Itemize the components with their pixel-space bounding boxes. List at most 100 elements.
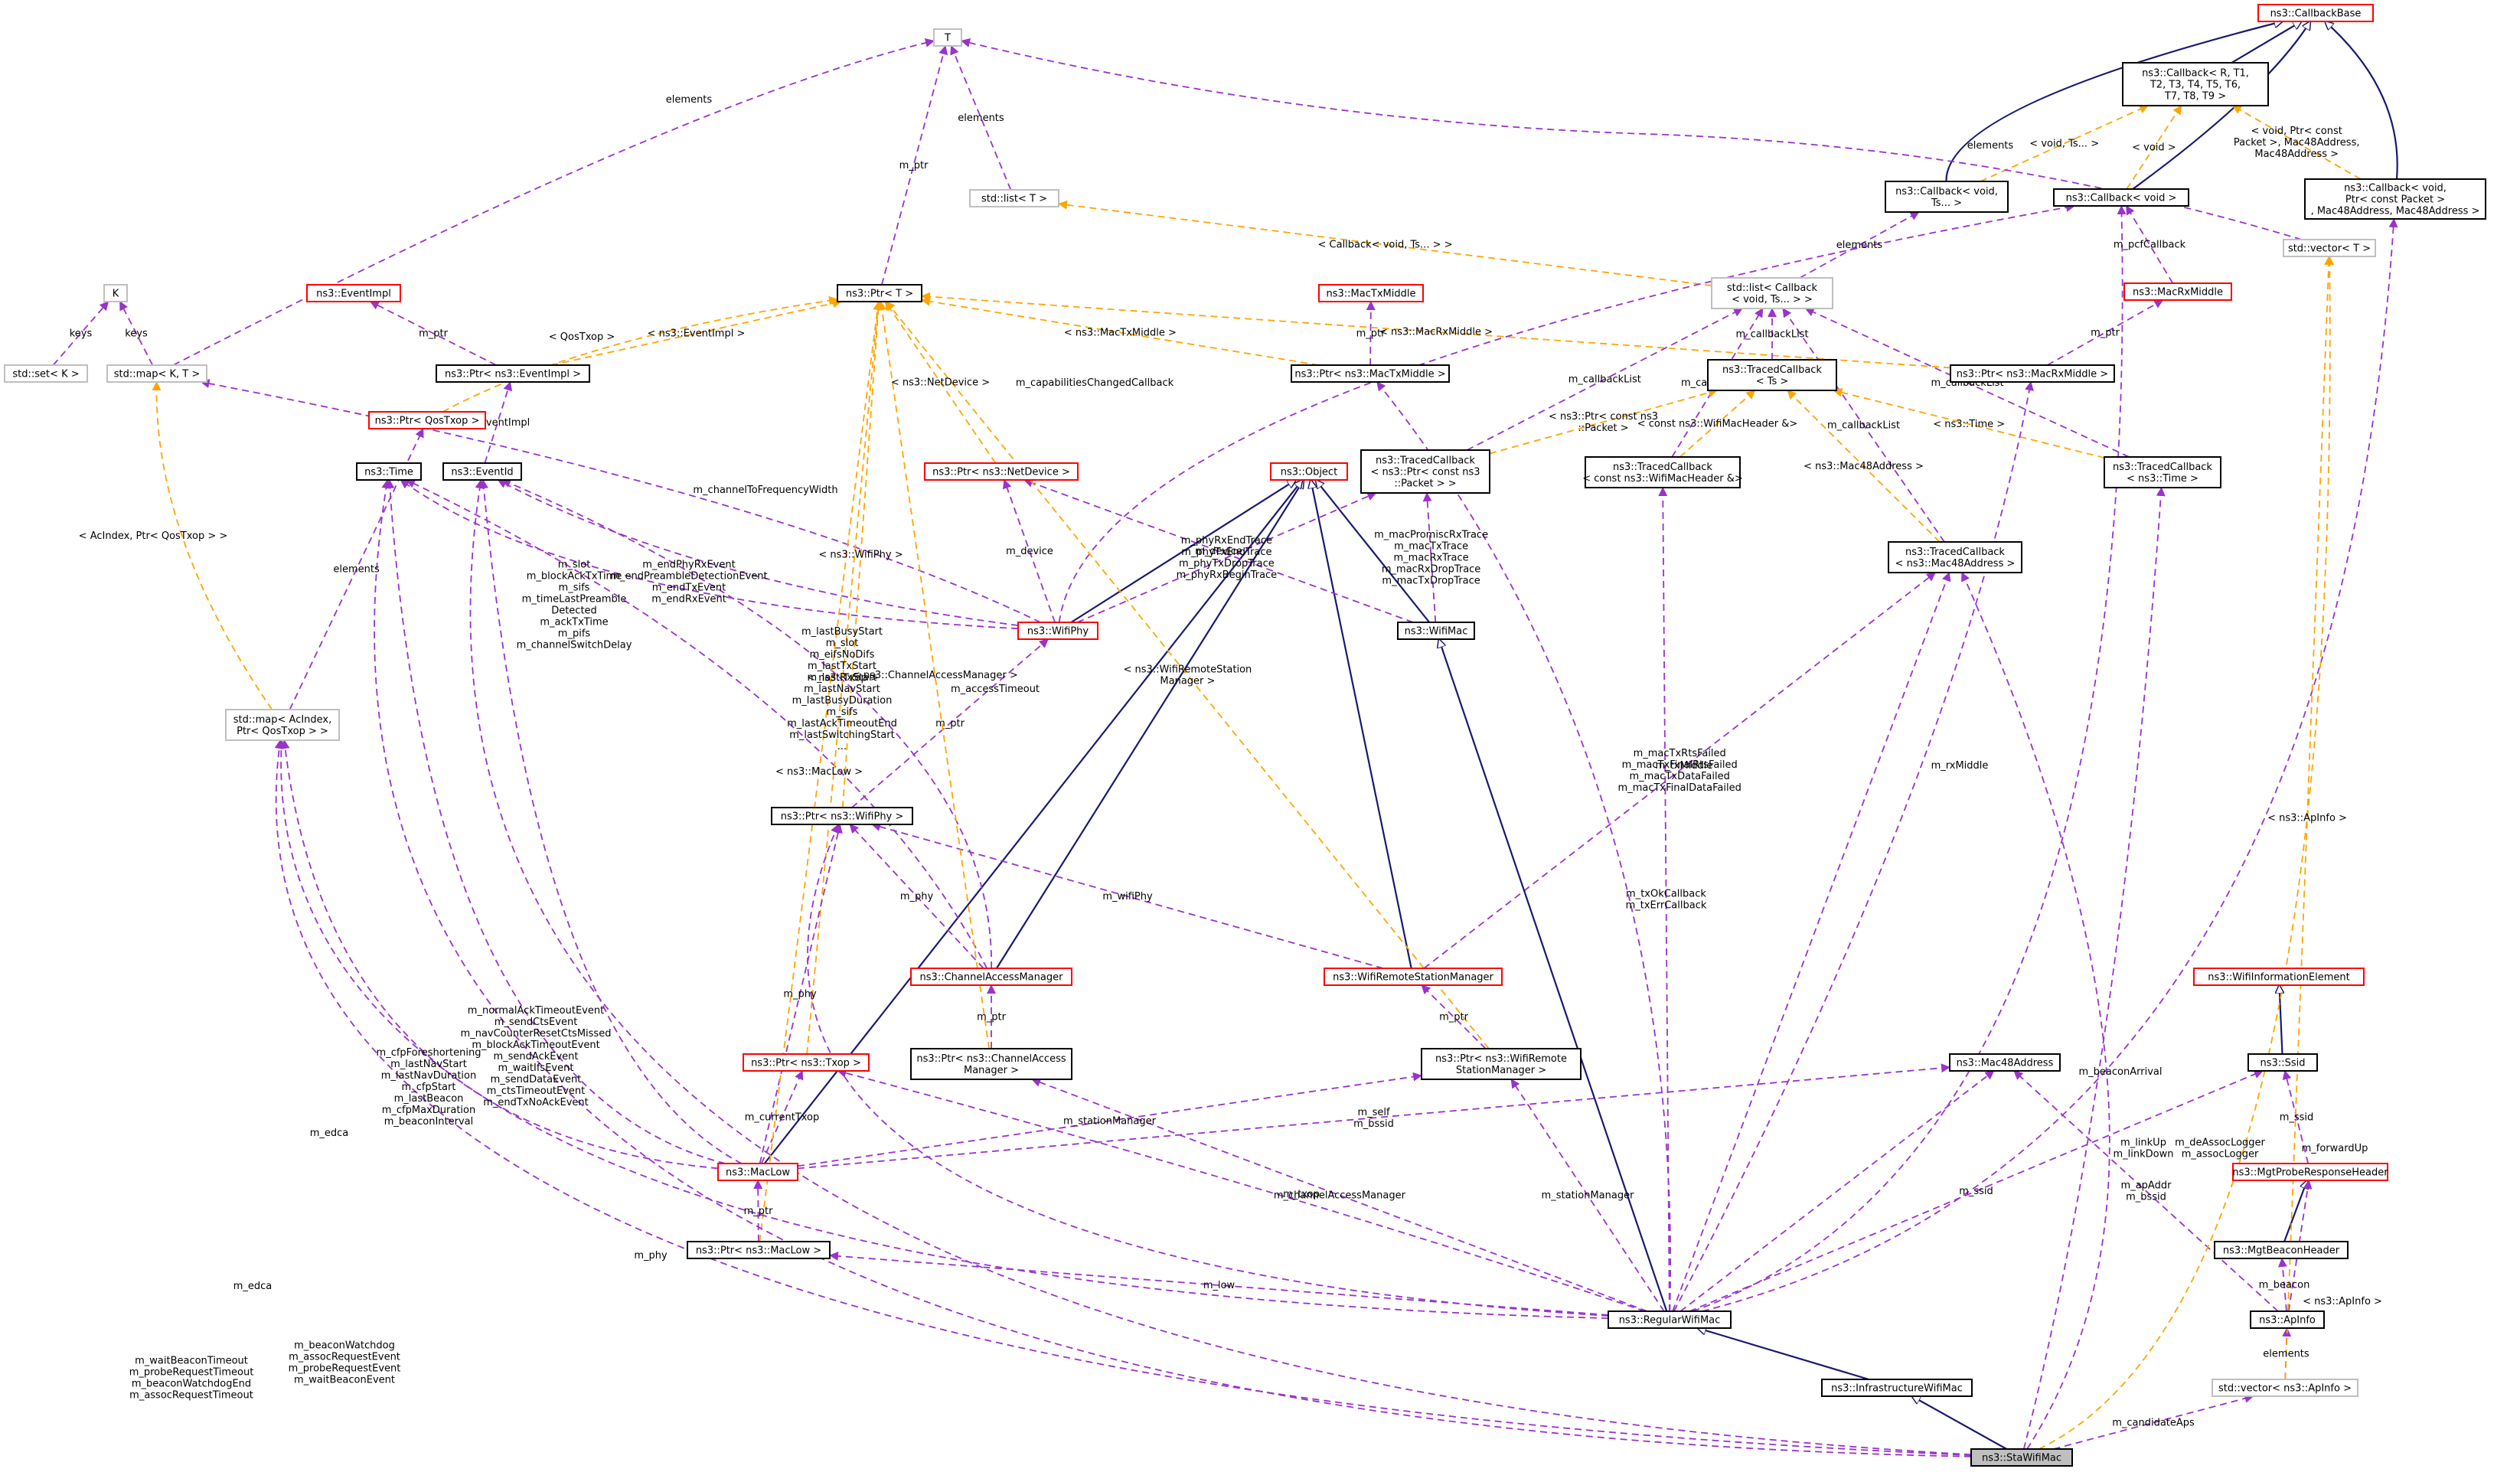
- node-t[interactable]: T: [933, 28, 962, 47]
- node-channel-access-manager[interactable]: ns3::ChannelAccessManager: [910, 968, 1072, 986]
- edge-label-line: m_txop: [1283, 1189, 1320, 1200]
- node-time[interactable]: ns3::Time: [356, 462, 422, 481]
- node-ssid[interactable]: ns3::Ssid: [2247, 1053, 2318, 1072]
- edge-label: < ns3::MacRxMiddle >: [1379, 327, 1493, 338]
- node-label-line: ns3::Callback< void >: [2066, 193, 2177, 204]
- edge-label-line: Manager >: [1160, 676, 1215, 687]
- edge-ptr-mac-tx-middle-to-ptr-t: [921, 296, 1319, 366]
- edge-label: m_callbackList: [1735, 329, 1808, 341]
- node-std-list-callback[interactable]: std::list< Callback< void, Ts... > >: [1711, 277, 1833, 309]
- edge-label-line: m_sifs: [827, 707, 858, 718]
- node-std-vector-ap-info[interactable]: std::vector< ns3::ApInfo >: [2212, 1379, 2358, 1397]
- node-sta-wifi-mac[interactable]: ns3::StaWifiMac: [1970, 1448, 2073, 1467]
- node-callback-base[interactable]: ns3::CallbackBase: [2257, 4, 2374, 22]
- edge-std-vector-t-to-t: [961, 38, 2302, 240]
- edge-label: m_phy: [634, 1250, 668, 1261]
- edge-label-line: m_waitBeaconEvent: [294, 1375, 395, 1386]
- edge-label-line: < ns3::ChannelAccessManager >: [852, 670, 1018, 681]
- edge-label: < ns3::Time >: [1933, 419, 2005, 430]
- edge-ptr-event-impl-to-event-impl: [369, 301, 497, 366]
- node-box: [2250, 1310, 2325, 1329]
- node-callback-rt[interactable]: ns3::Callback< R, T1,T2, T3, T4, T5, T6,…: [2122, 62, 2269, 106]
- node-mgt-probe-response-header[interactable]: ns3::MgtProbeResponseHeader: [2232, 1163, 2388, 1181]
- edge-label-line: m_lastBusyDuration: [792, 695, 893, 707]
- edge-ptr-mac-low-to-mac-low: [753, 1180, 763, 1242]
- node-mac-tx-middle[interactable]: ns3::MacTxMiddle: [1318, 284, 1424, 302]
- edge-mgt-beacon-header-to-mgt-probe-response-header: [2283, 1180, 2307, 1242]
- node-ptr-mac-rx-middle[interactable]: ns3::Ptr< ns3::MacRxMiddle >: [1950, 364, 2115, 383]
- edge-mac-low-to-ptr-wifi-phy: [759, 824, 843, 1164]
- node-traced-callback-ts[interactable]: ns3::TracedCallback< Ts >: [1707, 359, 1837, 391]
- node-ptr-txop[interactable]: ns3::Ptr< ns3::Txop >: [743, 1053, 870, 1072]
- node-mgt-beacon-header[interactable]: ns3::MgtBeaconHeader: [2214, 1241, 2349, 1259]
- node-std-vector-t[interactable]: std::vector< T >: [2283, 239, 2376, 257]
- edge-wifi-remote-station-manager-to-traced-callback-mac: [1423, 572, 1936, 969]
- node-callback-void-ts[interactable]: ns3::Callback< void,Ts... >: [1885, 181, 2009, 213]
- node-wifi-phy[interactable]: ns3::WifiPhy: [1017, 622, 1098, 640]
- node-wifi-information-element[interactable]: ns3::WifiInformationElement: [2193, 968, 2365, 986]
- node-ptr-wifi-phy[interactable]: ns3::Ptr< ns3::WifiPhy >: [771, 807, 913, 825]
- node-infrastructure-wifi-mac[interactable]: ns3::InfrastructureWifiMac: [1821, 1379, 1973, 1397]
- edge-label: < ns3::Mac48Address >: [1803, 461, 1924, 472]
- edge-label-line: < ns3::Mac48Address >: [1803, 461, 1924, 472]
- node-event-id[interactable]: ns3::EventId: [442, 462, 522, 481]
- node-traced-callback-mac[interactable]: ns3::TracedCallback< ns3::Mac48Address >: [1888, 541, 2022, 573]
- edge-label-line: < QosTxop >: [549, 331, 615, 343]
- node-ap-info[interactable]: ns3::ApInfo: [2250, 1310, 2325, 1329]
- edge-label: m_phy: [900, 891, 934, 902]
- edge-label-line: m_beaconWatchdogEnd: [132, 1379, 251, 1390]
- edge-label-line: keys: [70, 328, 93, 340]
- edge-label: < ns3::WifiPhy >: [818, 550, 903, 561]
- node-std-set-k[interactable]: std::set< K >: [4, 364, 88, 383]
- node-ptr-mac-low[interactable]: ns3::Ptr< ns3::MacLow >: [687, 1241, 831, 1259]
- edge-label-line: < const ns3::WifiMacHeader &>: [1637, 419, 1798, 430]
- node-callback-void[interactable]: ns3::Callback< void >: [2053, 188, 2189, 207]
- edge-regular-wifi-mac-to-std-map-ac-index: [276, 739, 1609, 1319]
- node-mac-rx-middle[interactable]: ns3::MacRxMiddle: [2123, 282, 2232, 301]
- node-object[interactable]: ns3::Object: [1270, 462, 1348, 481]
- node-regular-wifi-mac[interactable]: ns3::RegularWifiMac: [1608, 1310, 1732, 1329]
- edge-label-line: ...: [837, 741, 847, 752]
- edge-mac-low-to-object: [763, 480, 1303, 1164]
- node-mac-low[interactable]: ns3::MacLow: [717, 1163, 798, 1181]
- node-label-line: < void, Ts... > >: [1732, 294, 1813, 305]
- node-ptr-event-impl[interactable]: ns3::Ptr< ns3::EventImpl >: [436, 364, 590, 383]
- node-std-map-kt[interactable]: std::map< K, T >: [106, 364, 207, 383]
- node-wifi-mac[interactable]: ns3::WifiMac: [1397, 622, 1475, 640]
- edge-label: < ns3::EventImpl >: [648, 328, 746, 340]
- node-callback-void-pkt[interactable]: ns3::Callback< void,Ptr< const Packet >,…: [2304, 178, 2486, 220]
- edge-label-line: m_macTxDropTrace: [1382, 576, 1480, 587]
- node-traced-callback-hdr[interactable]: ns3::TracedCallback< const ns3::WifiMacH…: [1582, 456, 1743, 488]
- edge-infrastructure-wifi-mac-to-regular-wifi-mac: [1698, 1328, 1869, 1381]
- edge-label-line: elements: [1836, 240, 1883, 251]
- node-event-impl[interactable]: ns3::EventImpl: [306, 284, 401, 302]
- node-label: ns3::ApInfo: [2259, 1315, 2316, 1327]
- edge-label-line: m_lastBusyStart: [801, 626, 883, 638]
- node-ptr-mac-tx-middle[interactable]: ns3::Ptr< ns3::MacTxMiddle >: [1291, 364, 1450, 383]
- node-std-list-t[interactable]: std::list< T >: [969, 189, 1059, 207]
- node-traced-callback-pkt[interactable]: ns3::TracedCallback< ns3::Ptr< const ns3…: [1360, 449, 1490, 494]
- node-label: ns3::WifiPhy: [1027, 626, 1089, 638]
- edge-label-line: m_currentTxop: [745, 1112, 820, 1124]
- node-mac48-address[interactable]: ns3::Mac48Address: [1949, 1053, 2061, 1072]
- node-traced-callback-time[interactable]: ns3::TracedCallback< ns3::Time >: [2104, 456, 2221, 488]
- node-ptr-qos-txop[interactable]: ns3::Ptr< QosTxop >: [368, 411, 486, 429]
- node-label-line: ns3::MgtBeaconHeader: [2223, 1245, 2340, 1257]
- node-ptr-t[interactable]: ns3::Ptr< T >: [837, 284, 922, 302]
- node-std-map-ac-index[interactable]: std::map< AcIndex,Ptr< QosTxop > >: [225, 709, 340, 741]
- node-box: [1270, 462, 1348, 481]
- edge-label-line: Packet >, Mac48Address,: [2234, 137, 2360, 149]
- node-ptr-net-device[interactable]: ns3::Ptr< ns3::NetDevice >: [924, 462, 1079, 481]
- node-label-line: ns3::WifiInformationElement: [2208, 972, 2350, 984]
- node-label: ns3::Callback< void,Ptr< const Packet >,…: [2311, 183, 2480, 217]
- node-k[interactable]: K: [103, 284, 128, 302]
- node-wifi-remote-station-manager[interactable]: ns3::WifiRemoteStationManager: [1324, 968, 1503, 986]
- node-box: [2053, 188, 2189, 207]
